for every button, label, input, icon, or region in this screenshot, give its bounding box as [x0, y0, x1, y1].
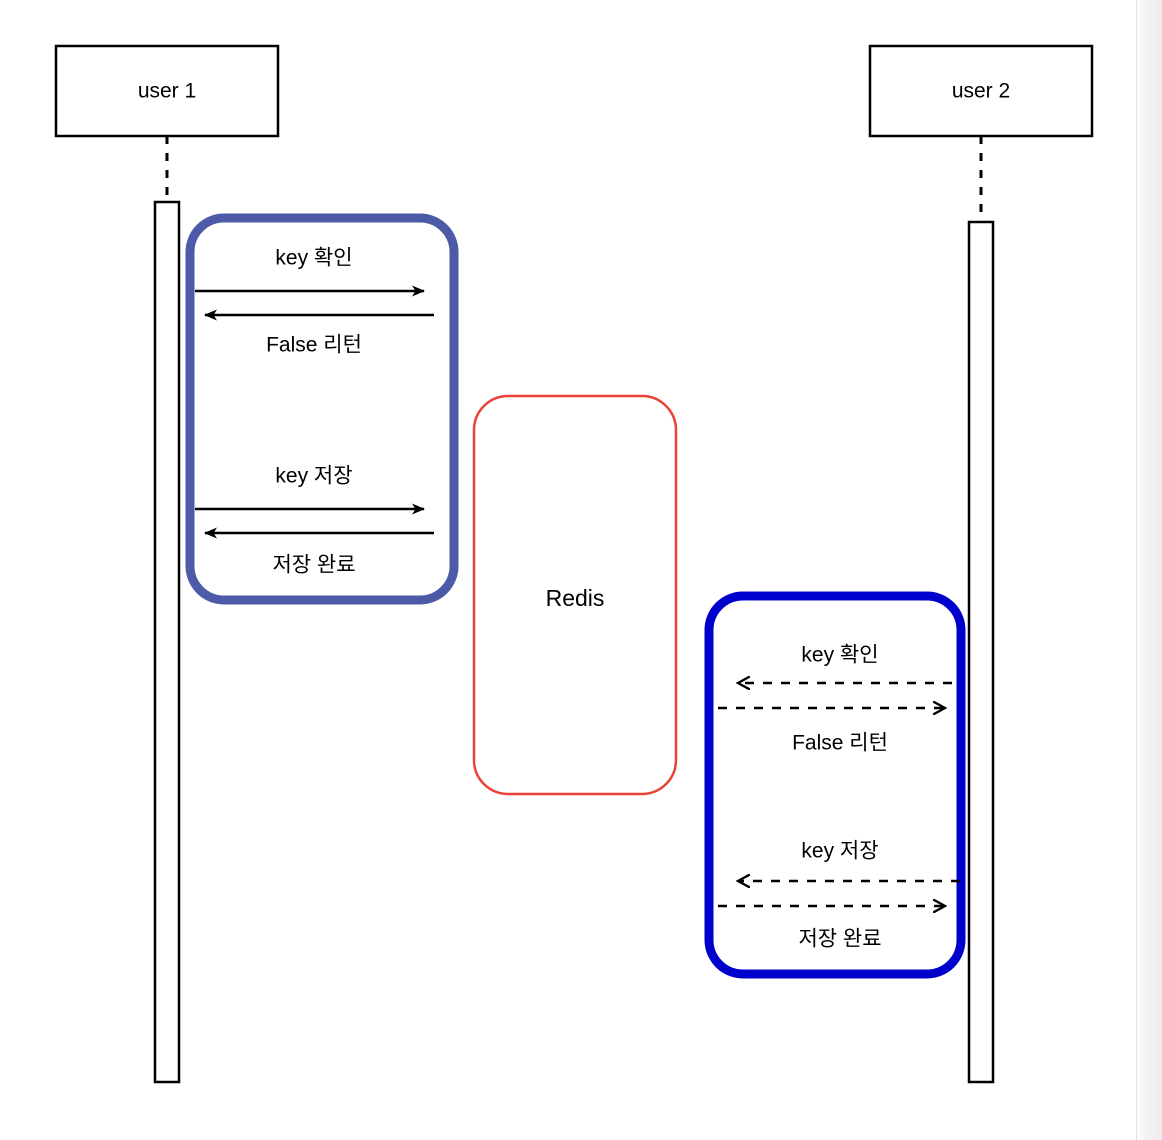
activation-bar-user2 [967, 220, 995, 1084]
actor-box-user2 [868, 44, 1094, 138]
page-right-edge [1136, 0, 1162, 1140]
message-label-g1-4: 저장 완료 [272, 554, 355, 577]
node-redis-label: Redis [546, 585, 605, 611]
node-redis[interactable]: Redis [472, 394, 678, 796]
activation-bar-user1 [153, 200, 181, 1084]
message-group-user1-border [185, 213, 459, 605]
message-label-g2-2: False 리턴 [792, 732, 888, 755]
message-label-g2-3: key 저장 [801, 840, 878, 863]
actor-label-user2: user 2 [952, 80, 1010, 103]
message-group-user2-border [704, 591, 966, 979]
node-redis-box [472, 394, 678, 796]
actor-label-user1: user 1 [138, 80, 196, 103]
actor-head-user2[interactable]: user 2 [868, 44, 1094, 138]
message-label-g1-1: key 확인 [275, 247, 352, 270]
message-label-g2-4: 저장 완료 [798, 928, 881, 951]
message-label-g1-2: False 리턴 [266, 334, 362, 357]
message-group-user2[interactable]: key 확인 False 리턴 key 저장 저장 완료 [704, 591, 966, 979]
message-group-user1[interactable]: key 확인 False 리턴 key 저장 저장 완료 [185, 213, 459, 605]
message-label-g1-3: key 저장 [275, 465, 352, 488]
actor-box-user1 [54, 44, 280, 138]
message-label-g2-1: key 확인 [801, 644, 878, 667]
actor-head-user1[interactable]: user 1 [54, 44, 280, 138]
